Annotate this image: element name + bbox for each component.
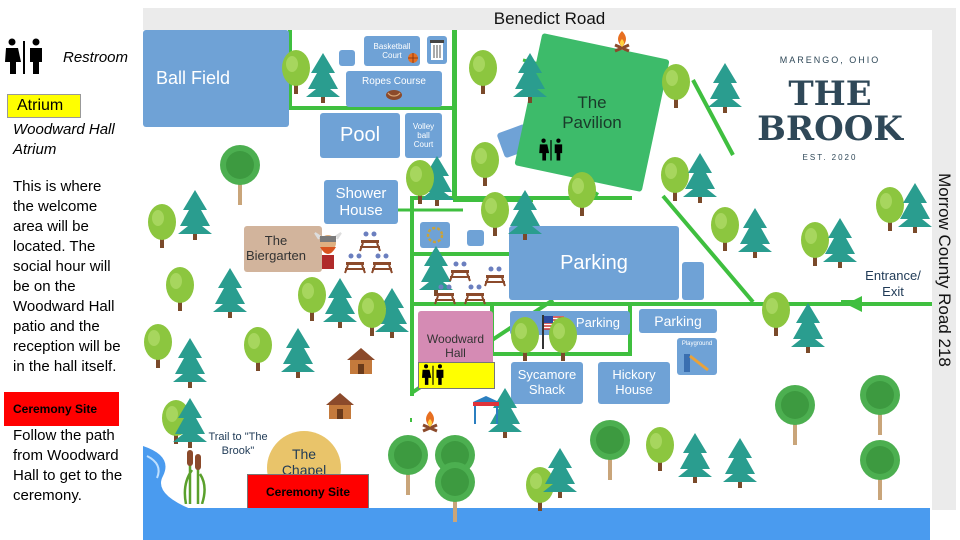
ropes-course[interactable]: Ropes Course [346, 71, 442, 107]
us-flag-icon [542, 315, 564, 349]
ropes-course-label: Ropes Course [362, 76, 426, 87]
entrance-arrow-icon [846, 296, 932, 312]
legend-panel: Restroom Atrium Woodward Hall Atrium Thi… [0, 30, 140, 530]
brook-water [143, 508, 930, 540]
ceremony-site-label: Ceremony Site [265, 485, 351, 499]
viking-mascot-icon [314, 232, 342, 269]
volleyball-court-label: Volley ball Court [412, 121, 435, 150]
trail-label: Trail to "The Brook" [208, 431, 268, 457]
benedict-road-label: Benedict Road [493, 9, 606, 28]
trash-can-icon [427, 36, 447, 64]
path-flag-right [628, 302, 632, 356]
sycamore-shack-label: Sycamore Shack [517, 367, 577, 397]
hickory-house[interactable]: Hickory House [598, 362, 670, 404]
pool-label: Pool [339, 124, 381, 146]
benedict-road: Benedict Road [143, 8, 956, 30]
parking-flag-label: Parking [575, 314, 620, 330]
ceremony-legend-swatch: Ceremony Site [4, 392, 119, 426]
parking-flag[interactable]: Parking [510, 311, 630, 335]
woodward-atrium-marker[interactable] [418, 362, 495, 389]
restroom-icon [5, 38, 42, 74]
path-main-vertical [452, 30, 457, 200]
wreath-square [420, 222, 450, 248]
logo-location: MARENGO, OHIO [779, 55, 881, 65]
path-center-vertical [410, 196, 414, 396]
shower-house-label: Shower House [335, 184, 387, 219]
path-hall-horizontal [412, 302, 632, 306]
biergarten[interactable]: The Biergarten [244, 226, 322, 272]
atrium-subtitle: Woodward Hall Atrium [13, 121, 115, 158]
pavilion[interactable]: The Pavilion [514, 32, 670, 193]
basketball-icon [408, 53, 418, 63]
ropes-course-icon [386, 90, 402, 100]
creek-stream [143, 446, 193, 510]
logo-established: EST. 2020 [802, 153, 858, 162]
small-square-3 [467, 230, 484, 246]
parking-side-block [682, 262, 704, 300]
parking-main-label: Parking [560, 251, 628, 274]
pavilion-restroom-icon [539, 138, 563, 161]
sycamore-shack[interactable]: Sycamore Shack [511, 362, 583, 404]
path-lower-horizontal [412, 252, 532, 256]
logo-line2: BROOK [757, 109, 903, 149]
path-upper-horizontal [290, 106, 455, 110]
county-road-218: Morrow County Road 218 [932, 30, 956, 510]
logo: MARENGO, OHIO THE BROOK EST. 2020 [750, 55, 910, 185]
playground-label: Playground [681, 341, 713, 347]
playground-slide-icon [684, 354, 709, 372]
parking-small-label: Parking [654, 312, 702, 329]
atrium-description: This is where the welcome area will be l… [13, 178, 121, 375]
ball-field-label: Ball Field [155, 68, 231, 89]
basketball-court-label: Basketball Court [373, 41, 411, 60]
biergarten-label: The Biergarten [246, 233, 306, 263]
parking-small[interactable]: Parking [639, 309, 717, 333]
restroom-legend-label: Restroom [63, 49, 129, 66]
ball-field[interactable]: Ball Field [143, 30, 289, 127]
hickory-house-label: Hickory House [612, 367, 656, 397]
woodward-restroom-icon [422, 364, 444, 385]
ceremony-legend-label: Ceremony Site [13, 402, 98, 416]
atrium-legend-label: Atrium [17, 97, 64, 114]
volleyball-court[interactable]: Volley ball Court [405, 113, 442, 158]
parking-main[interactable]: Parking [509, 226, 679, 300]
small-square-1 [339, 50, 355, 66]
entrance-label: Entrance/ Exit [865, 268, 921, 299]
atrium-legend-swatch: Atrium [7, 94, 81, 118]
cattail-icon [183, 450, 206, 504]
playground[interactable]: Playground [677, 338, 717, 375]
ceremony-site-marker[interactable]: Ceremony Site [247, 474, 369, 510]
ceremony-description: Follow the path from Woodward Hall to ge… [13, 427, 123, 504]
path-exit-horizontal [630, 302, 855, 306]
woodward-hall-label: Woodward Hall [426, 332, 485, 360]
shower-house[interactable]: Shower House [324, 180, 398, 224]
pavilion-label: The Pavilion [562, 92, 622, 132]
logo-line1: THE [788, 74, 872, 114]
pool[interactable]: Pool [320, 113, 400, 158]
wreath-icon [426, 226, 444, 244]
county-road-label: Morrow County Road 218 [935, 173, 954, 367]
